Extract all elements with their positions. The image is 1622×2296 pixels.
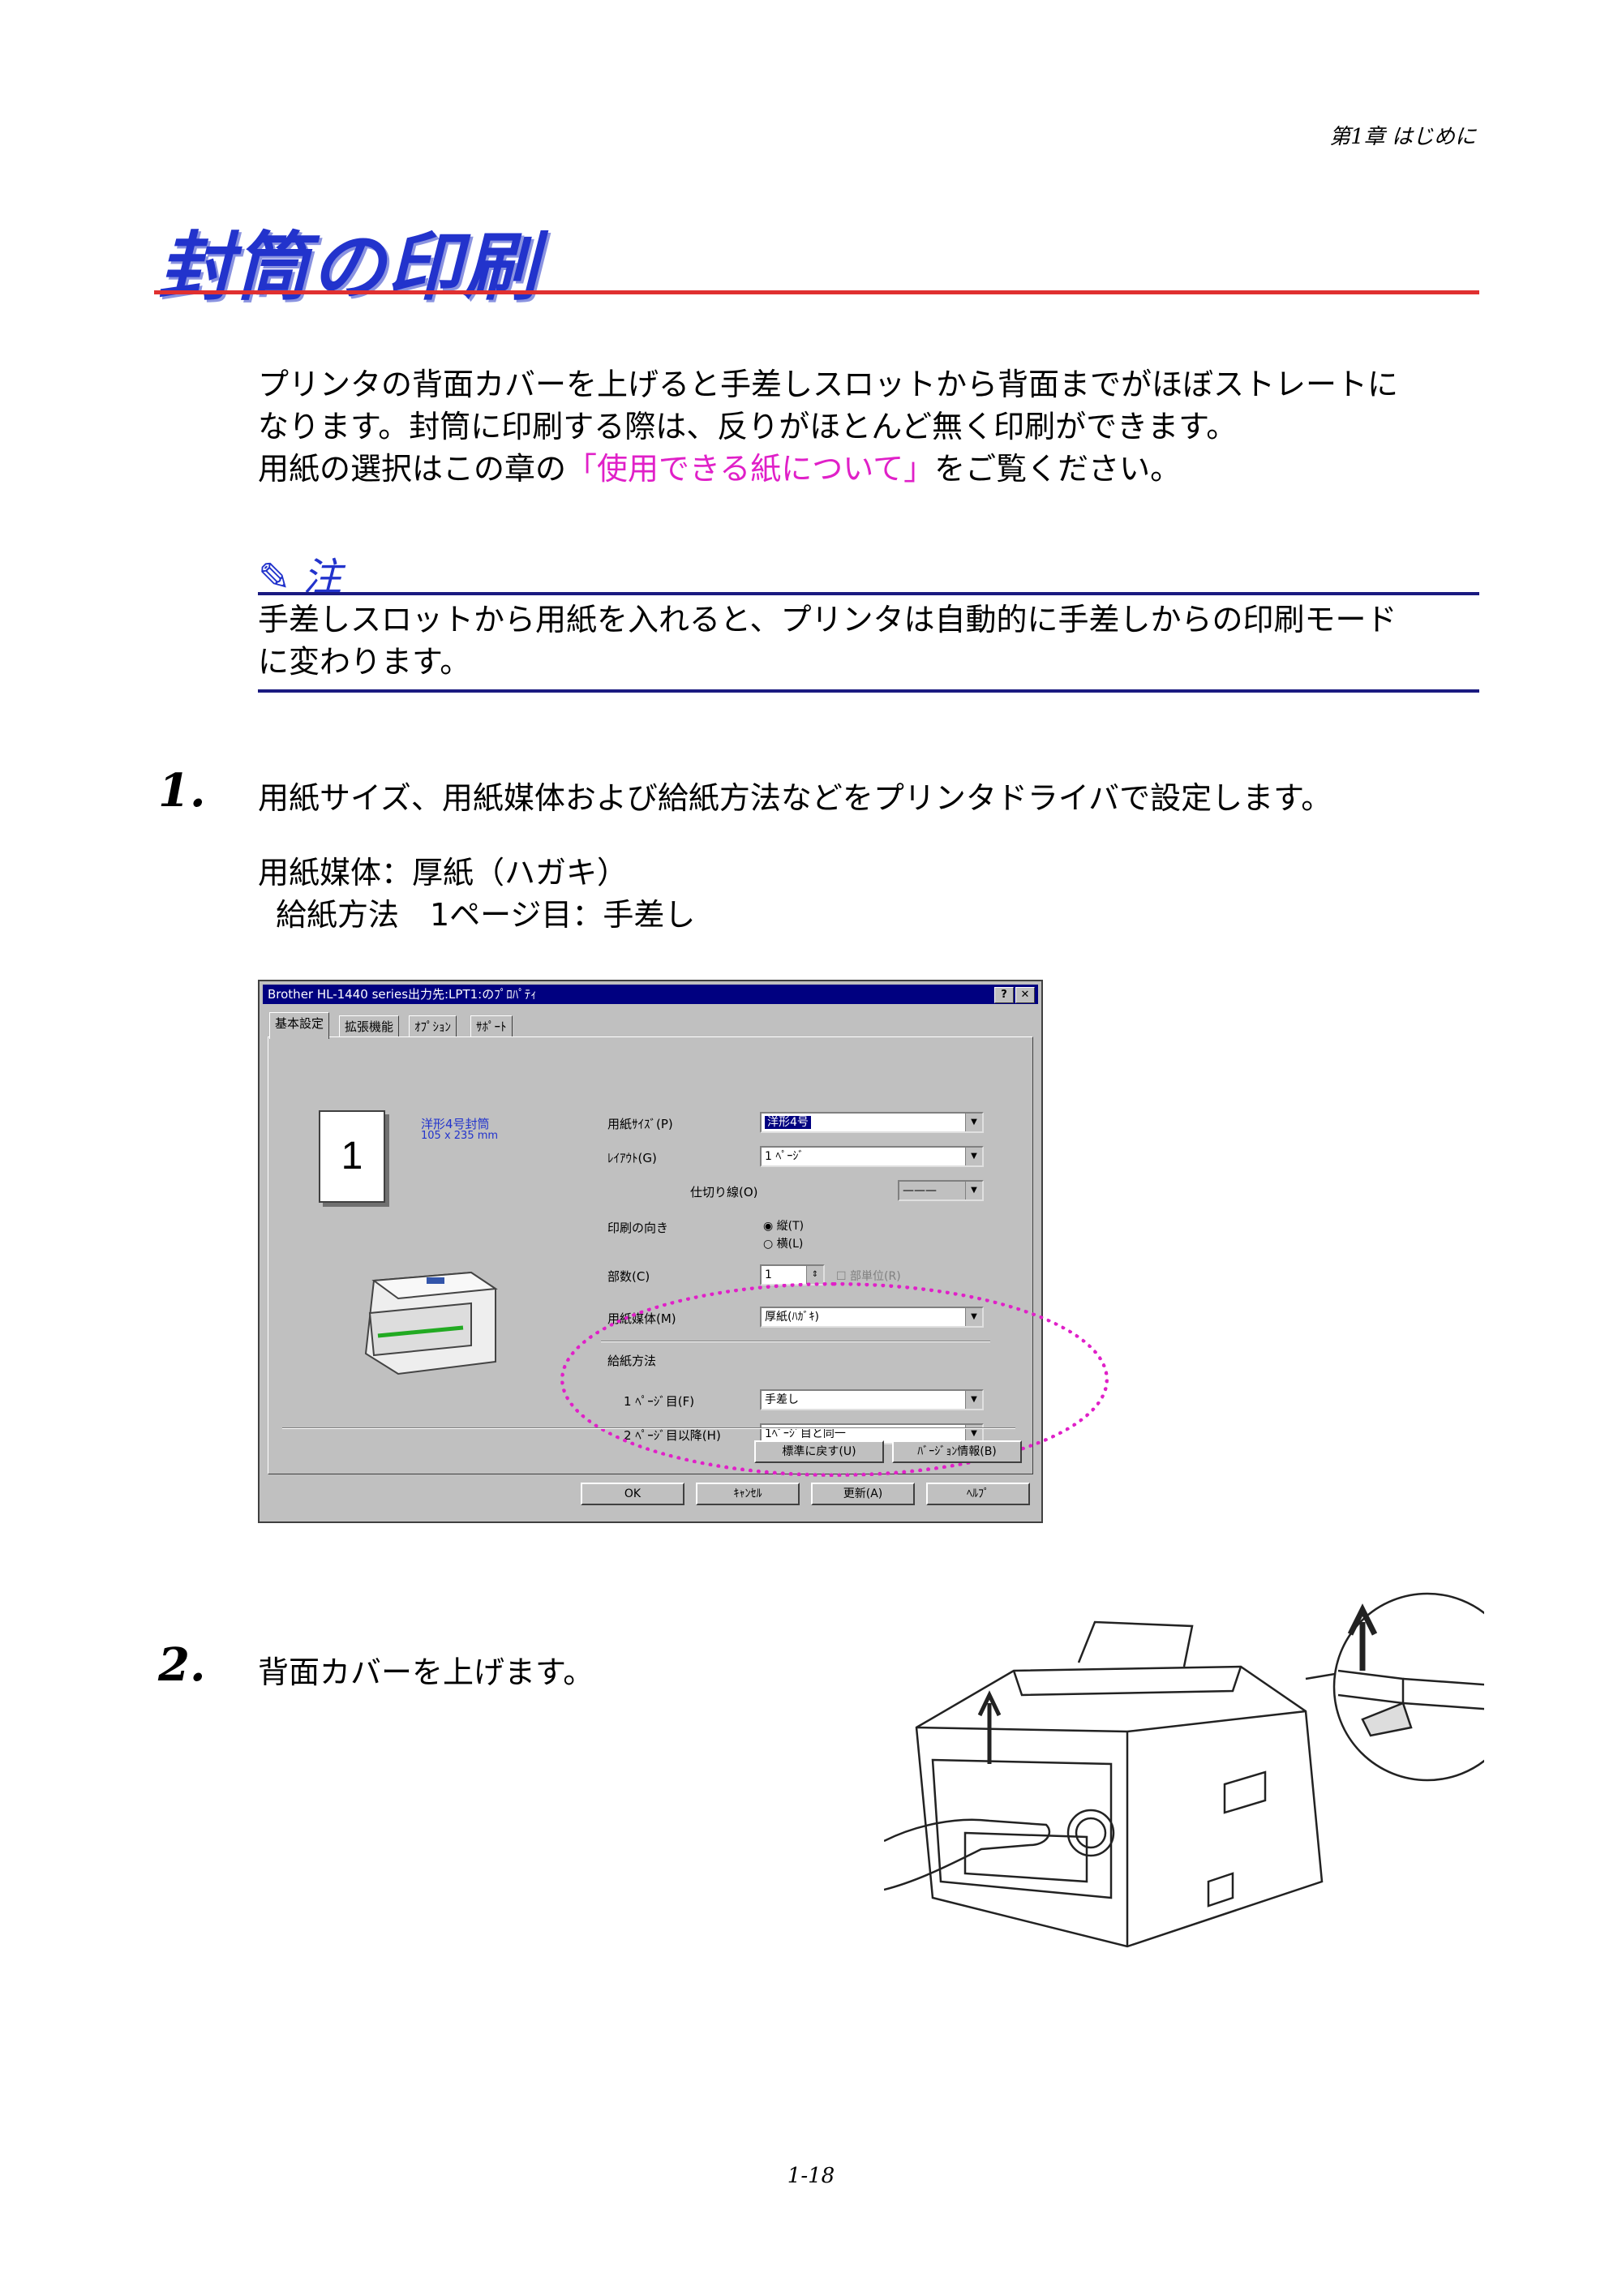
collate-label: 部単位(R) — [850, 1270, 901, 1283]
step-2-text: 背面カバーを上げます。 — [258, 1654, 594, 1690]
paper-size-label: 用紙ｻｲｽﾞ(P) — [607, 1117, 673, 1131]
note-body: 手差しスロットから用紙を入れると、プリンタは自動的に手差しからの印刷モード に変… — [258, 599, 1483, 683]
portrait-label: 縦(T) — [776, 1220, 805, 1233]
note-line-2: に変わります。 — [258, 644, 471, 680]
border-label: 仕切り線(O) — [690, 1185, 758, 1199]
printer-rear-cover-illustration — [884, 1592, 1484, 1948]
intro-paragraph: プリンタの背面カバーを上げると手差しスロットから背面までがほぼストレートに なり… — [258, 363, 1483, 490]
title-divider — [154, 290, 1479, 294]
chevron-down-icon: ▼ — [965, 1182, 982, 1199]
printer-image — [364, 1271, 498, 1375]
dialog-titlebar: Brother HL-1440 series出力先:LPT1:のﾌﾟﾛﾊﾟﾃｨ … — [263, 985, 1038, 1004]
orientation-label: 印刷の向き — [607, 1221, 669, 1235]
chevron-down-icon: ▼ — [965, 1148, 982, 1165]
layout-label: ﾚｲｱｳﾄ(G) — [607, 1151, 657, 1165]
cancel-button[interactable]: ｷｬﾝｾﾙ — [696, 1483, 800, 1505]
step-2-number: 2. — [158, 1638, 206, 1692]
paper-dimensions: 105 x 235 mm — [421, 1130, 499, 1142]
note-bottom-rule — [258, 689, 1479, 693]
settings-media: 用紙媒体：厚紙（ハガキ） — [258, 855, 629, 891]
spinner-icon[interactable]: ⇕ — [806, 1266, 823, 1284]
chapter-header: 第1章 はじめに — [1329, 125, 1476, 149]
collate-checkbox[interactable]: ☐ 部単位(R) — [836, 1270, 901, 1283]
paper-size-select[interactable]: 洋形4号 ▼ — [760, 1112, 984, 1133]
button-divider — [282, 1427, 1015, 1429]
restore-defaults-button[interactable]: 標準に戻す(U) — [754, 1440, 884, 1463]
paper-name: 洋形4号封筒 — [421, 1117, 490, 1131]
intro-line-1: プリンタの背面カバーを上げると手差しスロットから背面までがほぼストレートに — [258, 367, 1399, 402]
page-preview: 1 — [319, 1110, 385, 1203]
intro-line-3-post: をご覧ください。 — [934, 451, 1182, 487]
printer-properties-dialog: Brother HL-1440 series出力先:LPT1:のﾌﾟﾛﾊﾟﾃｨ … — [258, 980, 1109, 1523]
tab-options[interactable]: ｵﾌﾟｼｮﾝ — [409, 1015, 457, 1037]
step-1-number: 1. — [158, 764, 206, 818]
close-icon[interactable]: ✕ — [1015, 987, 1035, 1003]
page-number: 1-18 — [787, 2164, 835, 2188]
intro-line-3-pre: 用紙の選択はこの章の — [258, 451, 567, 487]
layout-value: 1 ﾍﾟｰｼﾞ — [765, 1150, 805, 1163]
note-top-rule — [258, 592, 1479, 595]
landscape-label: 横(L) — [776, 1238, 804, 1251]
portrait-radio[interactable]: ◉ 縦(T) — [763, 1220, 805, 1233]
note-line-1: 手差しスロットから用紙を入れると、プリンタは自動的に手差しからの印刷モード — [258, 602, 1397, 637]
intro-line-2: なります。封筒に印刷する際は、反りがほとんど無く印刷ができます。 — [258, 409, 1238, 444]
dialog-title: Brother HL-1440 series出力先:LPT1:のﾌﾟﾛﾊﾟﾃｨ — [268, 987, 537, 1002]
border-select[interactable]: ——— ▼ — [898, 1180, 984, 1201]
highlight-ellipse — [560, 1282, 1109, 1477]
apply-button[interactable]: 更新(A) — [811, 1483, 915, 1505]
copies-label: 部数(C) — [607, 1269, 650, 1284]
version-info-button[interactable]: ﾊﾞｰｼﾞｮﾝ情報(B) — [892, 1440, 1022, 1463]
basic-settings-panel: 1 洋形4号封筒 105 x 235 mm 用紙ｻｲｽﾞ(P) 洋形4号 ▼ ﾚｲ… — [268, 1036, 1109, 1477]
tab-basic[interactable]: 基本設定 — [269, 1012, 330, 1039]
page-title: 封筒の印刷 — [158, 224, 540, 311]
copies-value: 1 — [765, 1268, 772, 1281]
border-value: ——— — [903, 1184, 937, 1197]
paper-size-value: 洋形4号 — [765, 1116, 811, 1129]
tab-support[interactable]: ｻﾎﾟｰﾄ — [470, 1015, 513, 1037]
layout-select[interactable]: 1 ﾍﾟｰｼﾞ ▼ — [760, 1146, 984, 1167]
intro-line-3: 用紙の選択はこの章の「使用できる紙について」をご覧ください。 — [258, 448, 1483, 490]
help-button[interactable]: ﾍﾙﾌﾟ — [926, 1483, 1030, 1505]
tab-advanced[interactable]: 拡張機能 — [339, 1015, 400, 1037]
paper-types-link[interactable]: 「使用できる紙について」 — [566, 451, 935, 487]
chevron-down-icon: ▼ — [965, 1114, 982, 1131]
settings-source: 給紙方法 1ページ目：手差し — [276, 897, 696, 933]
step-1-text: 用紙サイズ、用紙媒体および給紙方法などをプリンタドライバで設定します。 — [258, 780, 1332, 816]
landscape-radio[interactable]: ○ 横(L) — [763, 1238, 804, 1251]
help-icon[interactable]: ? — [994, 987, 1014, 1003]
ok-button[interactable]: OK — [581, 1483, 684, 1505]
